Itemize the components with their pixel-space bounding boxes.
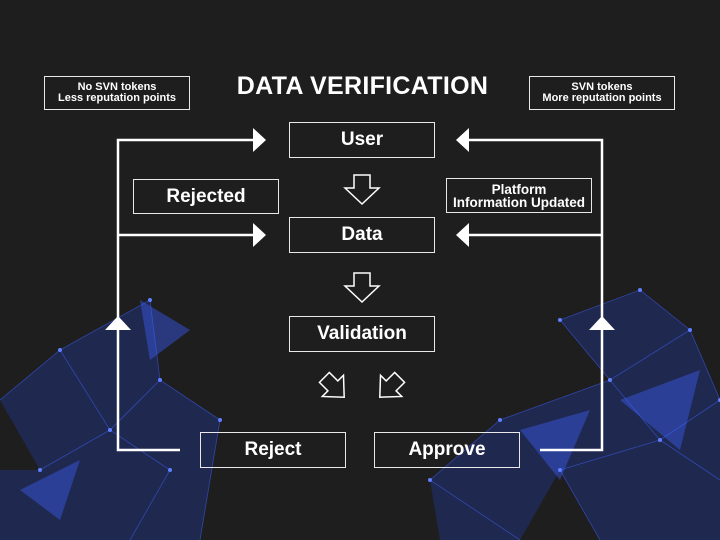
node-approve: Approve	[374, 432, 520, 468]
node-reject: Reject	[200, 432, 346, 468]
arrowhead-up-icon	[589, 316, 615, 330]
platform-line2: Information Updated	[453, 194, 585, 210]
down-arrow-icon	[343, 272, 381, 304]
arrowhead-left-icon	[456, 223, 469, 247]
reject-return-line	[116, 138, 255, 452]
node-rejected: Rejected	[133, 179, 279, 214]
platform-line1: Platform	[491, 181, 547, 197]
arrowhead-right-icon	[253, 128, 266, 152]
down-left-arrow-icon	[318, 371, 345, 398]
arrowhead-right-icon	[253, 223, 266, 247]
node-user: User	[289, 122, 435, 158]
down-right-arrow-icon	[379, 371, 406, 398]
note-left-line1: No SVN tokens	[77, 81, 157, 93]
node-validation: Validation	[289, 316, 435, 352]
down-arrow-icon	[343, 174, 381, 206]
node-platform-information-updated: Platform Information Updated	[446, 178, 592, 213]
arrowhead-left-icon	[456, 128, 469, 152]
node-data: Data	[289, 217, 435, 253]
note-svn-tokens: SVN tokens More reputation points	[529, 76, 675, 110]
note-right-line2: More reputation points	[542, 92, 662, 104]
note-left-line2: Less reputation points	[58, 92, 176, 104]
arrowhead-up-icon	[105, 316, 131, 330]
note-no-svn-tokens: No SVN tokens Less reputation points	[44, 76, 190, 110]
note-right-line1: SVN tokens	[571, 81, 633, 93]
diagram-title: DATA VERIFICATION	[236, 72, 489, 100]
approve-return-line	[468, 138, 604, 452]
